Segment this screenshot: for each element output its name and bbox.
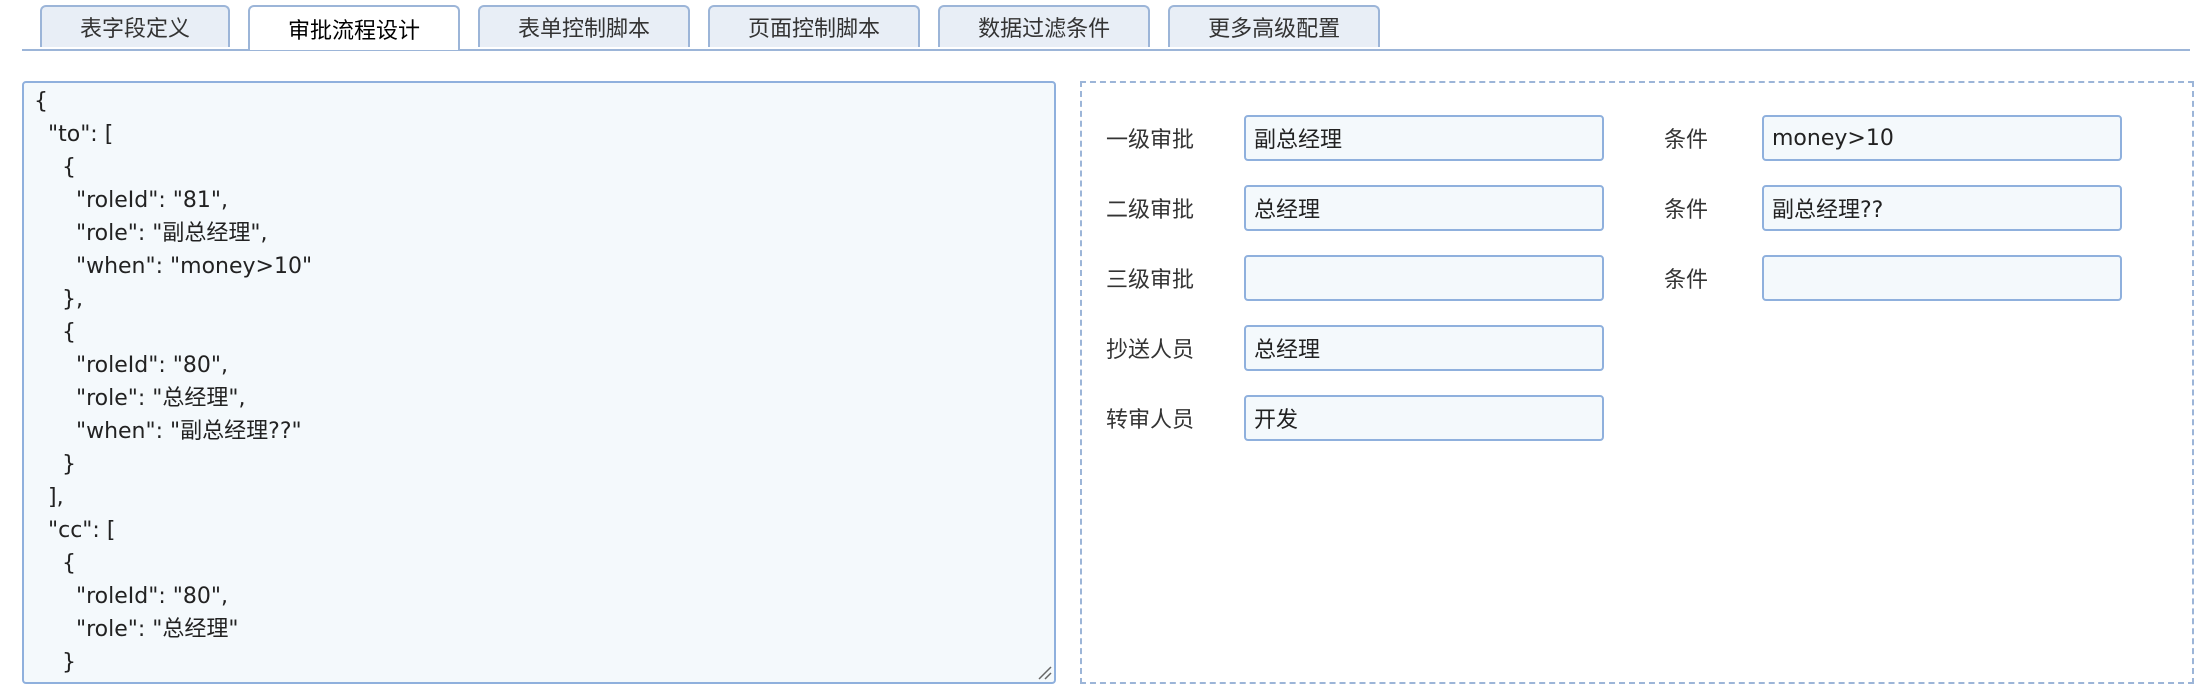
transfer-input[interactable] (1244, 395, 1604, 441)
tab-advanced-config[interactable]: 更多高级配置 (1168, 5, 1381, 47)
approval-level-3-condition-input[interactable] (1762, 255, 2122, 301)
approval-level-1-label: 一级审批 (1106, 128, 1195, 153)
transfer-row: 转审人员 (1082, 395, 2192, 441)
json-editor-textarea[interactable]: { "to": [ { "roleId": "81", "role": "副总经… (34, 89, 313, 675)
approval-level-2-condition-input[interactable] (1762, 185, 2122, 231)
approval-level-1-condition-input[interactable] (1762, 115, 2122, 161)
approval-level-3-input[interactable] (1244, 255, 1604, 301)
json-editor-container: { "to": [ { "roleId": "81", "role": "副总经… (22, 81, 1056, 684)
approval-form-panel: 一级审批 条件 二级审批 条件 三级审批 条件 抄送人员 转审人员 (1080, 81, 2194, 684)
tab-approval-flow-design[interactable]: 审批流程设计 (248, 5, 461, 50)
approval-level-2-row: 二级审批 条件 (1082, 185, 2192, 231)
approval-level-2-label: 二级审批 (1106, 198, 1195, 223)
approval-level-2-input[interactable] (1244, 185, 1604, 231)
cc-row: 抄送人员 (1082, 325, 2192, 371)
approval-level-3-condition-label: 条件 (1664, 268, 1709, 293)
approval-level-2-condition-label: 条件 (1664, 198, 1709, 223)
approval-level-1-input[interactable] (1244, 115, 1604, 161)
approval-level-1-condition-label: 条件 (1664, 128, 1709, 153)
tab-list: 表字段定义 审批流程设计 表单控制脚本 页面控制脚本 数据过滤条件 更多高级配置 (40, 5, 1381, 50)
resize-handle-icon[interactable] (1036, 664, 1052, 680)
tab-form-control-script[interactable]: 表单控制脚本 (478, 5, 691, 47)
transfer-label: 转审人员 (1106, 408, 1195, 433)
approval-level-3-row: 三级审批 条件 (1082, 255, 2192, 301)
approval-level-1-row: 一级审批 条件 (1082, 115, 2192, 161)
cc-input[interactable] (1244, 325, 1604, 371)
tab-bar: 表字段定义 审批流程设计 表单控制脚本 页面控制脚本 数据过滤条件 更多高级配置 (22, 0, 2190, 51)
approval-level-3-label: 三级审批 (1106, 268, 1195, 293)
tab-page-control-script[interactable]: 页面控制脚本 (708, 5, 921, 47)
cc-label: 抄送人员 (1106, 338, 1195, 363)
tab-field-definition[interactable]: 表字段定义 (40, 5, 231, 47)
tab-data-filter-conditions[interactable]: 数据过滤条件 (938, 5, 1151, 47)
